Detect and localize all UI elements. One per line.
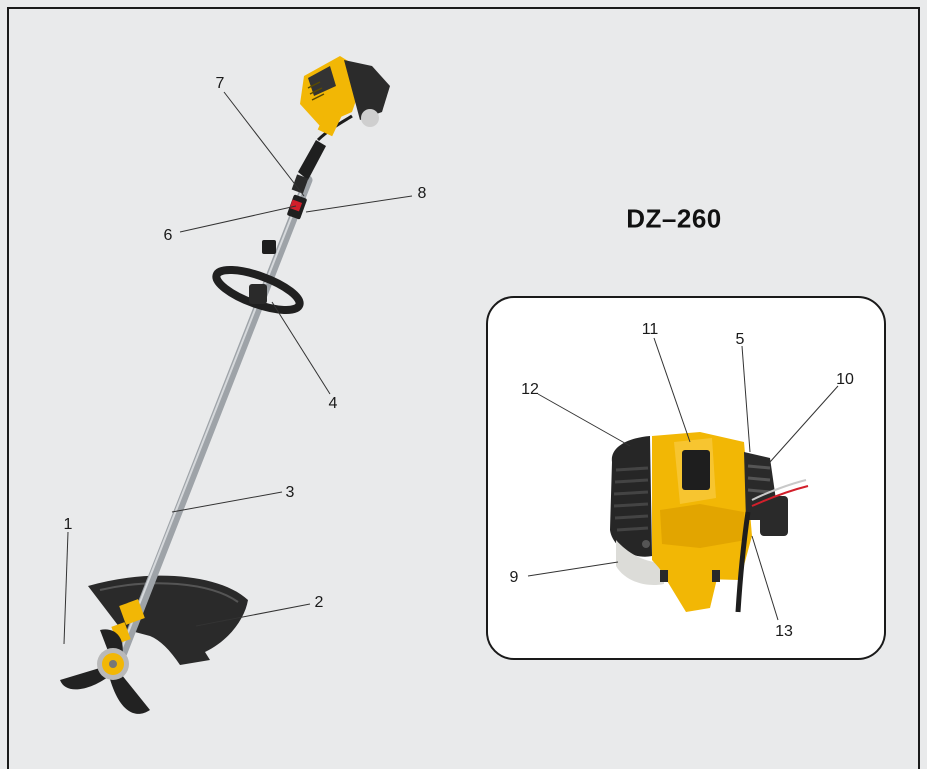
leader-lines (63, 91, 839, 645)
throttle-handle (287, 140, 326, 220)
brush-cutter (60, 56, 390, 714)
callout-9: 9 (509, 569, 519, 586)
model-title: DZ–260 (626, 203, 722, 234)
cutting-blade (60, 629, 150, 714)
callout-2: 2 (314, 594, 324, 611)
callout-13: 13 (775, 623, 793, 640)
callout-6: 6 (163, 227, 173, 244)
engine-closeup (610, 432, 809, 613)
drive-shaft (115, 175, 313, 665)
callout-5: 5 (735, 331, 745, 348)
callout-11: 11 (641, 321, 659, 338)
handlebar (212, 266, 304, 314)
callout-8: 8 (417, 185, 427, 202)
callout-3: 3 (285, 484, 295, 501)
callout-10: 10 (836, 371, 854, 388)
callout-7: 7 (215, 75, 225, 92)
blade-guard (88, 575, 248, 665)
callout-4: 4 (328, 395, 338, 412)
callout-1: 1 (63, 516, 73, 533)
engine (300, 56, 390, 137)
callout-12: 12 (521, 381, 539, 398)
